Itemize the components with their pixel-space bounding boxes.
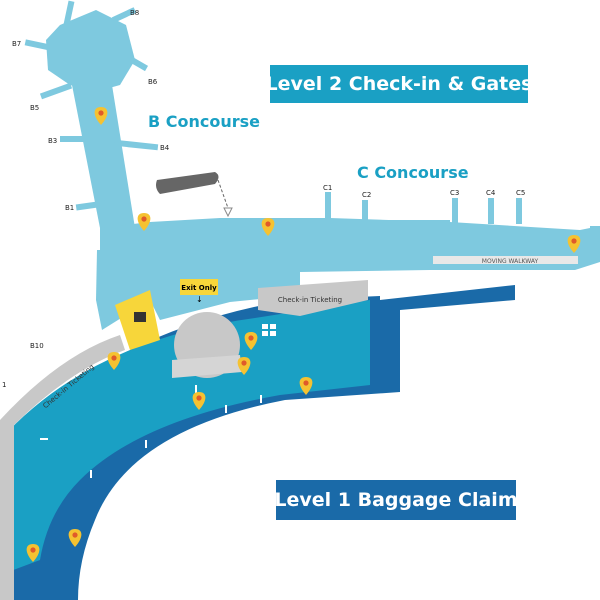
location-pin-icon[interactable] [299, 377, 313, 395]
gate-c1: C1 [323, 184, 332, 192]
location-pin-icon[interactable] [244, 332, 258, 350]
exit-only-label: Exit Only [181, 284, 217, 292]
location-pin-icon[interactable] [192, 392, 206, 410]
gate-b7: B7 [12, 40, 21, 48]
location-pin-dot [265, 221, 271, 227]
level2-title: Level 2 Check-in & Gates [266, 65, 532, 103]
location-pin-icon[interactable] [107, 352, 121, 370]
location-pin-icon[interactable] [137, 213, 151, 231]
location-pin-icon[interactable] [94, 107, 108, 125]
c-concourse-label: C Concourse [357, 163, 469, 182]
gate-b1: B1 [65, 204, 74, 212]
airplane-icon [156, 172, 219, 194]
location-pin-dot [111, 355, 117, 361]
gate-b10: B10 [30, 342, 44, 350]
location-pin-dot [303, 380, 309, 386]
b-concourse-label: B Concourse [148, 112, 260, 131]
gate-c4: C4 [486, 189, 496, 197]
location-pin-icon[interactable] [261, 218, 275, 236]
checkin-ticketing-strip [258, 280, 368, 316]
b-concourse-corridor [72, 85, 135, 228]
location-pin-dot [571, 238, 577, 244]
gate-c5: C5 [516, 189, 525, 197]
location-pin-dot [196, 395, 202, 401]
level2-ticketing-band [0, 300, 370, 575]
checkin-curve-strip [0, 335, 125, 600]
checkin-ticketing-label-top: Check-in Ticketing [278, 296, 342, 304]
location-pin-icon[interactable] [237, 357, 251, 375]
gate-b5: B5 [30, 104, 39, 112]
location-pins [26, 107, 581, 562]
location-pin-dot [30, 547, 36, 553]
moving-walkway [433, 256, 578, 264]
gate-b4: B4 [160, 144, 170, 152]
gate-c2: C2 [362, 191, 371, 199]
central-hall-west [96, 250, 150, 330]
gate-b6: B6 [148, 78, 158, 86]
gate-b3: B3 [48, 137, 57, 145]
central-hall-east [150, 262, 300, 320]
location-pin-icon[interactable] [68, 529, 82, 547]
level2-concourse-shapes [24, 0, 600, 330]
location-pin-dot [98, 110, 104, 116]
location-pin-icon[interactable] [567, 235, 581, 253]
gate-c3: C3 [450, 189, 459, 197]
location-pin-dot [241, 360, 247, 366]
down-arrow-icon: ↓ [196, 295, 203, 304]
location-pin-dot [72, 532, 78, 538]
location-pin-icon[interactable] [26, 544, 40, 562]
level1-title: Level 1 Baggage Claim [274, 480, 518, 520]
claim-markers [40, 385, 262, 478]
elevator-icon [262, 324, 276, 336]
moving-walkway-label: MOVING WALKWAY [482, 258, 539, 265]
gate-edge: 1 [2, 381, 6, 389]
gate-b8: B8 [130, 9, 139, 17]
location-pin-dot [141, 216, 147, 222]
baggage-icon [134, 312, 146, 322]
location-pin-dot [248, 335, 254, 341]
b-concourse-hub [46, 10, 135, 92]
exit-only-sign [180, 279, 218, 295]
